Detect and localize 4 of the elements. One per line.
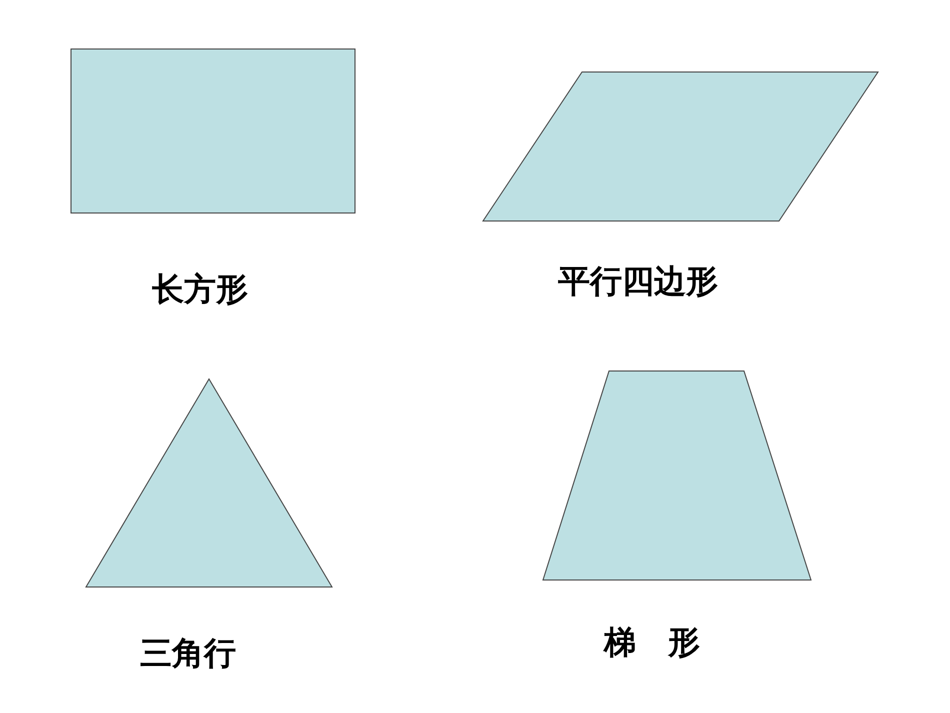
shape-label: 平行四边形 xyxy=(558,264,718,300)
shape-label: 梯 形 xyxy=(604,625,700,660)
shape-label: 长方形 xyxy=(152,272,248,308)
shape-label: 三角行 xyxy=(140,636,236,672)
